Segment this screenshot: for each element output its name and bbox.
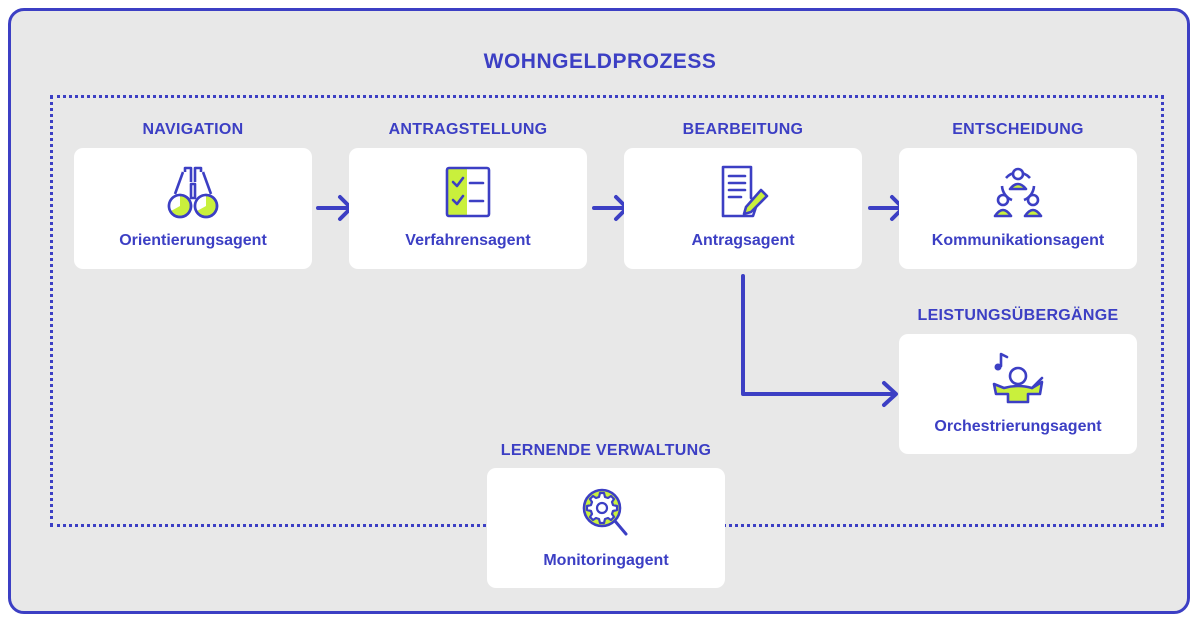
agent-card-monitoring[interactable]: Monitoringagent (487, 468, 725, 588)
conductor-icon (992, 352, 1044, 404)
agent-name: Orchestrierungsagent (934, 418, 1102, 435)
stage-label-leistungsuebergaenge: LEISTUNGSÜBERGÄNGE (917, 307, 1119, 324)
stage-label-lernende-verwaltung: LERNENDE VERWALTUNG (500, 442, 712, 459)
document-pen-icon (721, 165, 769, 218)
agent-card-verfahren[interactable]: Verfahrensagent (349, 148, 587, 269)
stage-label-bearbeitung: BEARBEITUNG (682, 121, 804, 138)
agent-card-antrag[interactable]: Antragsagent (624, 148, 862, 269)
binoculars-icon (167, 166, 219, 219)
agent-name: Kommunikationsagent (931, 232, 1105, 249)
agent-card-orientierung[interactable]: Orientierungsagent (74, 148, 312, 269)
agent-name: Antragsagent (691, 232, 795, 249)
agent-name: Orientierungsagent (119, 232, 267, 249)
agent-card-kommunikation[interactable]: Kommunikationsagent (899, 148, 1137, 269)
gear-magnifier-icon (582, 488, 628, 536)
agent-name: Monitoringagent (543, 552, 669, 569)
checklist-icon (445, 166, 491, 218)
people-communication-icon (993, 167, 1043, 218)
agent-name: Verfahrensagent (405, 232, 531, 249)
stage-label-entscheidung: ENTSCHEIDUNG (952, 121, 1084, 138)
agent-card-orchestrierung[interactable]: Orchestrierungsagent (899, 334, 1137, 454)
diagram-title: WOHNGELDPROZESS (483, 50, 717, 73)
stage-label-navigation: NAVIGATION (142, 121, 244, 138)
stage-label-antragstellung: ANTRAGSTELLUNG (388, 121, 548, 138)
